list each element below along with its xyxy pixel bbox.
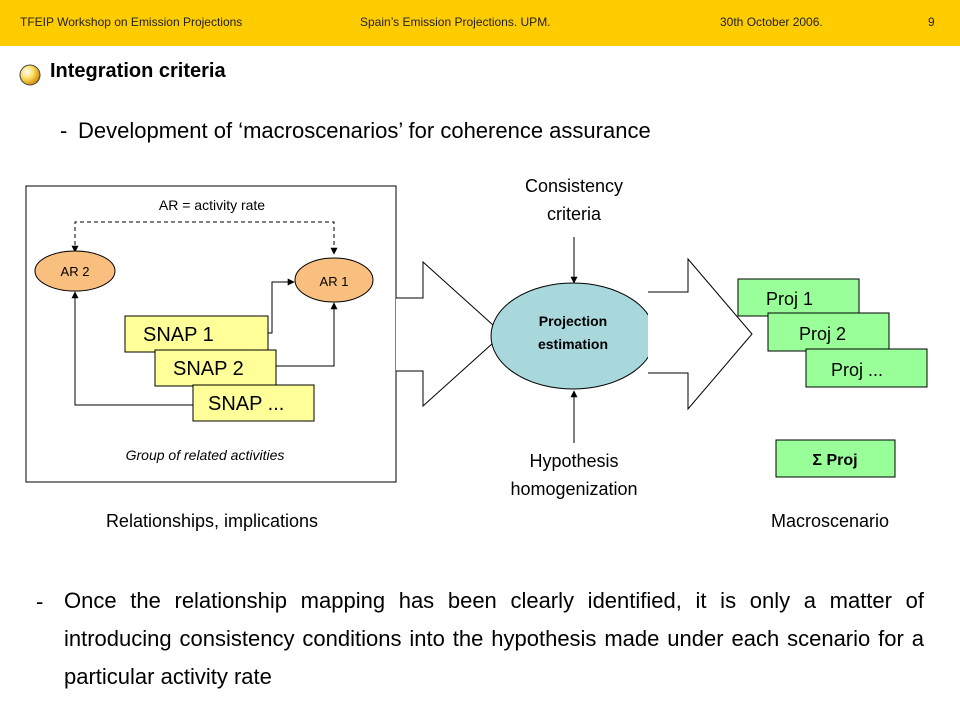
ar1-label: AR 1: [320, 274, 349, 289]
snap1-label: SNAP 1: [143, 324, 214, 346]
orb-bullet-icon: [19, 64, 41, 86]
header-date: 30th October 2006.: [720, 15, 823, 29]
consistency-line1: Consistency: [525, 176, 623, 196]
snap3-to-ar2-arrow: [71, 291, 193, 406]
hypothesis-line1: Hypothesis: [529, 451, 618, 471]
proj2-label: Proj 2: [799, 324, 846, 344]
snap1-box: [124, 315, 269, 353]
ar-legend: AR = activity rate: [159, 197, 265, 213]
snap3-box: [192, 384, 315, 422]
relationships-label: Relationships, implications: [106, 511, 318, 531]
development-bullet: Development of ‘macroscenarios’ for cohe…: [78, 118, 651, 143]
block-arrow-left: [396, 260, 504, 408]
proj1-label: Proj 1: [766, 289, 813, 309]
ar2-ellipse: [34, 250, 116, 292]
snap1-to-ar1-arrow: [268, 278, 295, 334]
ar2-label: AR 2: [61, 264, 90, 279]
snap2-box: [154, 349, 277, 387]
slide-title: Integration criteria: [50, 60, 226, 82]
once-paragraph: Once the relationship mapping has been c…: [64, 588, 924, 689]
hypothesis-line2: homogenization: [510, 479, 637, 499]
bullet-dash: -: [60, 118, 68, 143]
projection-line1: Projection: [539, 313, 607, 329]
block-arrow-right: [648, 257, 753, 411]
header-bar: [0, 0, 960, 46]
proj3-label: Proj ...: [831, 360, 883, 380]
macroscenario-label: Macroscenario: [771, 511, 889, 531]
sum-proj-label: Σ Proj: [812, 452, 857, 469]
consistency-line2: criteria: [547, 204, 602, 224]
snap3-label: SNAP ...: [208, 393, 284, 415]
proj1-box: [737, 278, 860, 317]
ar-dashed-link: [71, 221, 338, 255]
proj3-box: [805, 348, 928, 388]
ar1-ellipse: [294, 257, 374, 303]
header-page-number: 9: [928, 15, 935, 29]
header-presentation: Spain’s Emission Projections. UPM.: [360, 15, 551, 29]
bullet-dash-2: -: [36, 589, 44, 614]
snap2-label: SNAP 2: [173, 358, 244, 380]
sum-proj-box: [775, 439, 896, 478]
snap2-to-ar1-arrow: [276, 302, 338, 367]
header-workshop: TFEIP Workshop on Emission Projections: [20, 15, 243, 29]
projection-line2: estimation: [538, 336, 608, 352]
group-label: Group of related activities: [126, 447, 285, 463]
